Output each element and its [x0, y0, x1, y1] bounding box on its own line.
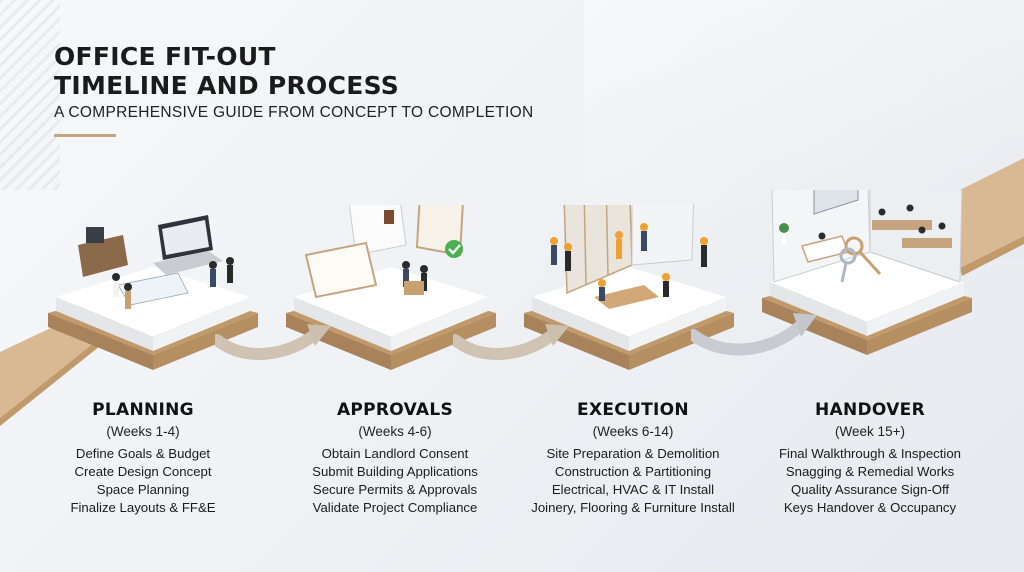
- stage-title: EXECUTION: [577, 400, 689, 420]
- list-item: Final Walkthrough & Inspection: [778, 446, 962, 461]
- arrow-execution-to-handover: [691, 313, 817, 356]
- stage-title: APPROVALS: [336, 400, 454, 420]
- list-item: Joinery, Flooring & Furniture Install: [531, 500, 735, 515]
- arrow-planning-to-approvals: [215, 324, 331, 360]
- list-item: Create Design Concept: [74, 464, 212, 479]
- title-underline: [54, 134, 116, 137]
- list-item: Construction & Partitioning: [554, 464, 712, 479]
- stage-task-list: Site Preparation & Demolition Constructi…: [513, 445, 753, 517]
- list-item: Obtain Landlord Consent: [321, 446, 469, 461]
- list-item: Quality Assurance Sign-Off: [790, 482, 950, 497]
- stage-execution: EXECUTION (Weeks 6-14) Site Preparation …: [513, 400, 753, 517]
- stage-weeks: (Weeks 1-4): [106, 424, 180, 439]
- stage-approvals: APPROVALS (Weeks 4-6) Obtain Landlord Co…: [275, 400, 515, 517]
- stage-planning-platform: [48, 205, 258, 375]
- stage-task-list: Obtain Landlord Consent Submit Building …: [275, 445, 515, 517]
- list-item: Snagging & Remedial Works: [785, 464, 955, 479]
- list-item: Finalize Layouts & FF&E: [70, 500, 216, 515]
- stage-title: PLANNING: [92, 400, 194, 420]
- background-stripes: [0, 0, 60, 190]
- desk-laptop-blueprint-icon: [48, 215, 258, 370]
- list-item: Electrical, HVAC & IT Install: [551, 482, 715, 497]
- list-item: Validate Project Compliance: [312, 500, 478, 515]
- list-item: Secure Permits & Approvals: [312, 482, 478, 497]
- stage-task-list: Define Goals & Budget Create Design Conc…: [23, 445, 263, 517]
- stage-title: HANDOVER: [815, 400, 925, 420]
- list-item: Space Planning: [96, 482, 190, 497]
- page-subtitle: A COMPREHENSIVE GUIDE FROM CONCEPT TO CO…: [54, 104, 534, 121]
- list-item: Submit Building Applications: [312, 464, 478, 479]
- stage-weeks: (Weeks 6-14): [592, 424, 674, 439]
- stage-handover: HANDOVER (Week 15+) Final Walkthrough & …: [750, 400, 990, 517]
- header: OFFICE FIT-OUT TIMELINE AND PROCESS A CO…: [54, 42, 533, 137]
- list-item: Define Goals & Budget: [75, 446, 211, 461]
- stage-planning: PLANNING (Weeks 1-4) Define Goals & Budg…: [23, 400, 263, 517]
- arrow-approvals-to-execution: [453, 324, 569, 360]
- stage-weeks: (Weeks 4-6): [358, 424, 432, 439]
- list-item: Keys Handover & Occupancy: [783, 500, 957, 515]
- list-item: Site Preparation & Demolition: [546, 446, 720, 461]
- stage-task-list: Final Walkthrough & Inspection Snagging …: [750, 445, 990, 517]
- stage-weeks: (Week 15+): [835, 424, 905, 439]
- page-title-line-2: TIMELINE AND PROCESS: [54, 71, 400, 100]
- page-title-line-1: OFFICE FIT-OUT: [54, 42, 276, 71]
